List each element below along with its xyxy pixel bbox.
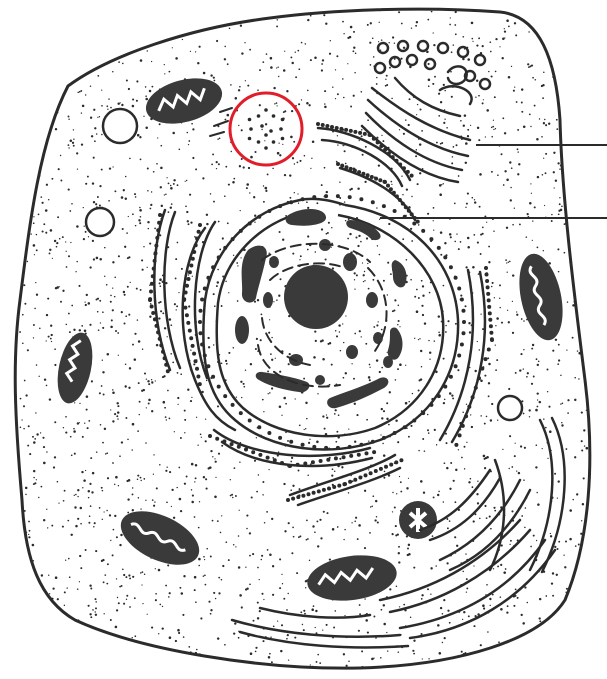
mitochondrion — [399, 501, 437, 539]
golgi-apparatus — [360, 39, 492, 184]
nuclear-envelope — [202, 197, 460, 451]
ribosomes — [198, 194, 466, 450]
rough-endoplasmic-reticulum — [153, 126, 487, 507]
smooth-endoplasmic-reticulum — [230, 416, 566, 649]
centrosome-tubules — [209, 107, 233, 137]
vesicle — [496, 394, 524, 422]
ribosomes — [148, 122, 494, 502]
nucleolus — [284, 265, 348, 329]
mitochondrion — [307, 555, 397, 601]
mitochondrion — [57, 332, 93, 404]
chromatin — [235, 208, 407, 409]
inner-nuclear-marks — [257, 242, 388, 388]
mitochondrion — [145, 78, 223, 124]
cell-membrane — [13, 7, 592, 670]
highlight-circle — [228, 91, 304, 167]
vesicle — [101, 107, 139, 145]
centrosome — [247, 108, 285, 150]
vesicle — [84, 206, 116, 238]
mitochondrion — [120, 511, 200, 565]
leader-lines — [380, 144, 607, 219]
mitochondrion — [519, 253, 563, 341]
